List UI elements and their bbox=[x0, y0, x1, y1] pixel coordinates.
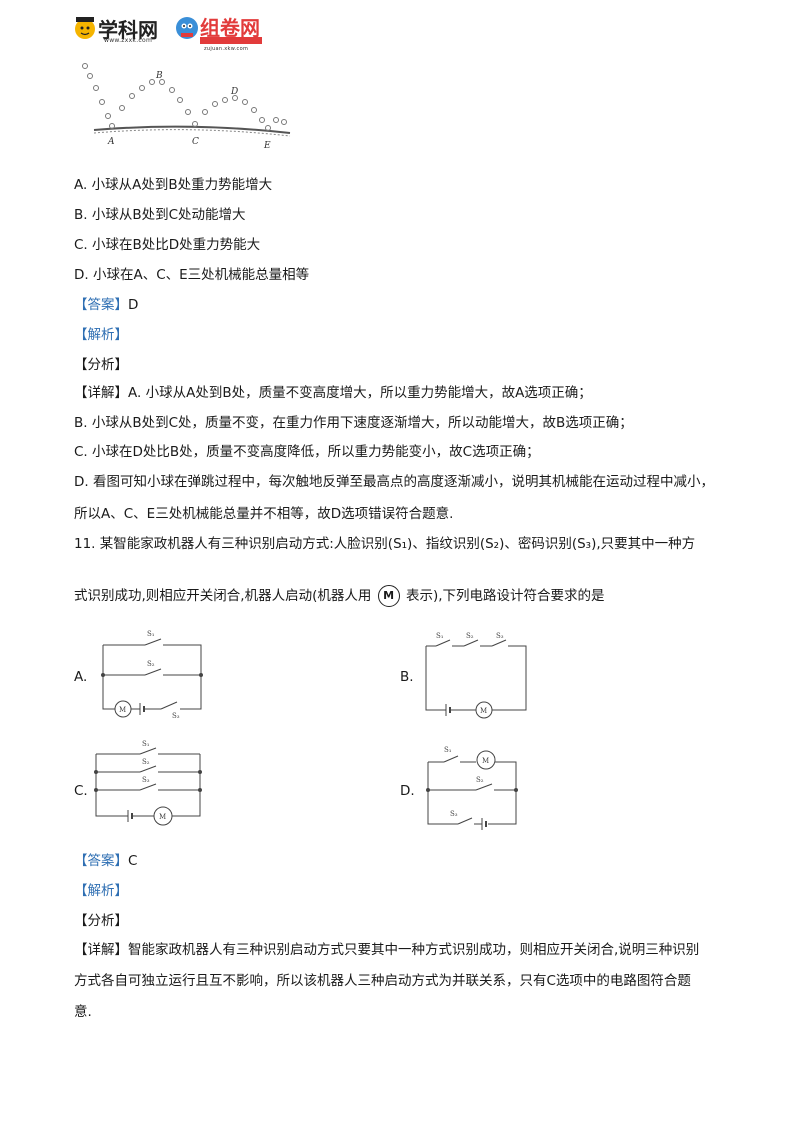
q10-option-c: C. 小球在B处比D处重力势能大 bbox=[74, 237, 261, 253]
q10-analysis-label: 【解析】 bbox=[74, 327, 128, 343]
zujuan-logo-text: 组卷网 bbox=[200, 16, 260, 40]
answer-value: D bbox=[128, 297, 139, 313]
q11-stem-part-a: 式识别成功,则相应开关闭合,机器人启动(机器人用 bbox=[74, 588, 372, 604]
q10-detail-line: D. 看图可知小球在弹跳过程中，每次触地反弹至最高点的高度逐渐减小，说明其机械能… bbox=[74, 474, 714, 490]
switch-label-s2: S₂ bbox=[142, 758, 150, 766]
figure-label-c: C bbox=[192, 137, 199, 147]
zujuan-logo-banner bbox=[200, 37, 262, 44]
figure-label-d: D bbox=[230, 87, 238, 97]
q11-fenxi-label: 【分析】 bbox=[74, 913, 128, 929]
q10-option-d: D. 小球在A、C、E三处机械能总量相等 bbox=[74, 267, 310, 283]
q11-detail-line: 意. bbox=[74, 1004, 92, 1020]
header-logos: 学科网 www.zxxk.com 组卷网 zujuan.xkw.com bbox=[72, 12, 272, 52]
q10-fenxi-label: 【分析】 bbox=[74, 357, 128, 373]
motor-label: M bbox=[482, 757, 489, 765]
q11-stem: 11. 某智能家政机器人有三种识别启动方式:人脸识别(S₁)、指纹识别(S₂)、… bbox=[74, 536, 696, 552]
zxxk-logo-icon bbox=[72, 14, 98, 40]
q10-detail-line: 所以A、C、E三处机械能总量并不相等，故D选项错误符合题意. bbox=[74, 506, 454, 522]
circuit-option-label-d: D. bbox=[400, 783, 415, 799]
zujuan-logo-url: zujuan.xkw.com bbox=[204, 46, 249, 52]
q11-stem-part-b: 表示),下列电路设计符合要求的是 bbox=[405, 588, 605, 604]
motor-label: M bbox=[480, 707, 487, 715]
q11-detail-line: 方式各自可独立运行且互不影响，所以该机器人三种启动方式为并联关系，只有C选项中的… bbox=[74, 973, 691, 989]
bouncing-ball-figure: A B C D E bbox=[80, 60, 295, 155]
switch-label-s1: S₁ bbox=[147, 630, 155, 638]
switch-label-s3: S₃ bbox=[450, 810, 458, 818]
circuit-diagram-a: M S₁ S₂ S₃ bbox=[95, 625, 210, 720]
q11-analysis-label: 【解析】 bbox=[74, 883, 128, 899]
switch-label-s2: S₂ bbox=[466, 632, 474, 640]
q11-answer: 【答案】C bbox=[74, 852, 137, 870]
answer-label: 【答案】 bbox=[74, 297, 128, 313]
q10-option-b: B. 小球从B处到C处动能增大 bbox=[74, 207, 246, 223]
circuit-option-label-c: C. bbox=[74, 783, 88, 799]
zxxk-logo-text: 学科网 bbox=[98, 18, 158, 42]
q10-option-a: A. 小球从A处到B处重力势能增大 bbox=[74, 177, 273, 193]
q10-detail-line: B. 小球从B处到C处，质量不变，在重力作用下速度逐渐增大，所以动能增大，故B选… bbox=[74, 415, 633, 431]
motor-symbol-icon: M bbox=[377, 585, 400, 607]
zxxk-logo-url: www.zxxk.com bbox=[104, 37, 153, 44]
switch-label-s1: S₁ bbox=[142, 740, 150, 748]
switch-label-s1: S₁ bbox=[444, 746, 452, 754]
switch-label-s3: S₃ bbox=[142, 776, 150, 784]
figure-label-e: E bbox=[263, 141, 271, 151]
circuit-diagram-b: M S₁ S₂ S₃ bbox=[418, 628, 533, 723]
answer-label: 【答案】 bbox=[74, 853, 128, 869]
circuit-option-label-a: A. bbox=[74, 669, 88, 685]
switch-label-s2: S₂ bbox=[147, 660, 155, 668]
zujuan-logo-icon bbox=[174, 14, 200, 40]
figure-label-b: B bbox=[155, 71, 163, 81]
q11-stem-line2: 式识别成功,则相应开关闭合,机器人启动(机器人用 M 表示),下列电路设计符合要… bbox=[74, 585, 605, 607]
switch-label-s2: S₂ bbox=[476, 776, 484, 784]
switch-label-s3: S₃ bbox=[172, 712, 180, 720]
answer-value: C bbox=[128, 853, 138, 869]
motor-label: M bbox=[119, 706, 126, 714]
motor-label: M bbox=[159, 813, 166, 821]
switch-label-s3: S₃ bbox=[496, 632, 504, 640]
q11-detail-line: 【详解】智能家政机器人有三种识别启动方式只要其中一种方式识别成功，则相应开关闭合… bbox=[74, 942, 700, 958]
figure-label-a: A bbox=[107, 137, 115, 147]
q10-detail-line: 【详解】A. 小球从A处到B处，质量不变高度增大，所以重力势能增大，故A选项正确… bbox=[74, 385, 592, 401]
q10-answer: 【答案】D bbox=[74, 296, 138, 314]
q10-detail-line: C. 小球在D处比B处，质量不变高度降低，所以重力势能变小，故C选项正确； bbox=[74, 444, 540, 460]
circuit-diagram-c: M S₁ S₂ S₃ bbox=[90, 738, 208, 833]
switch-label-s1: S₁ bbox=[436, 632, 444, 640]
circuit-option-label-b: B. bbox=[400, 669, 414, 685]
circuit-diagram-d: M S₁ S₂ S₃ bbox=[420, 740, 525, 830]
